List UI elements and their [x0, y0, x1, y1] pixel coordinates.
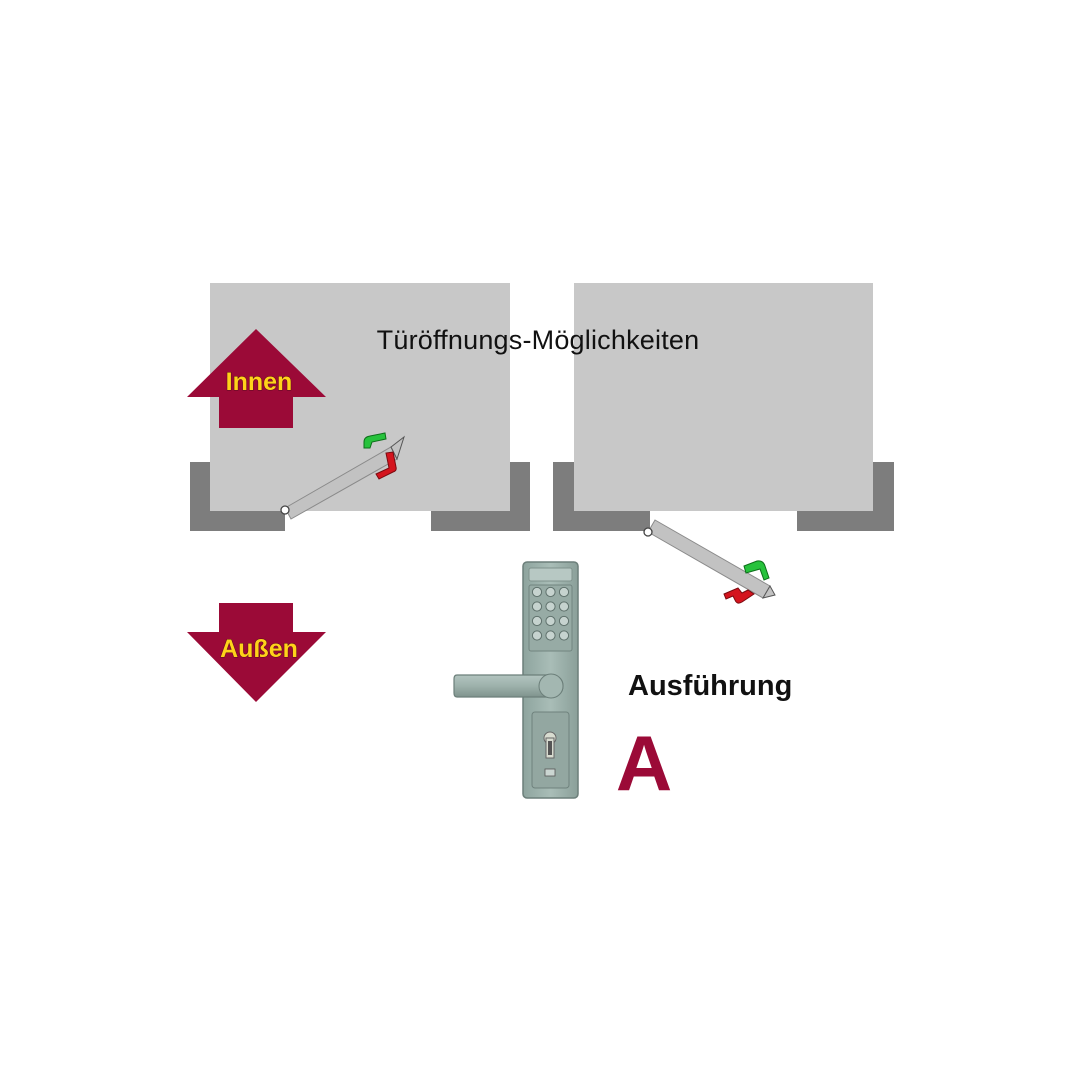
keypad-key — [545, 630, 556, 641]
arrow-up-icon — [187, 329, 326, 428]
variant-letter: A — [616, 719, 672, 807]
keypad-key — [545, 586, 556, 598]
door-leaf-right — [643, 519, 776, 604]
wall-frame-right — [553, 462, 894, 531]
door-panel-right — [574, 283, 873, 511]
keypad-key — [531, 586, 543, 598]
handle-green-left — [363, 432, 387, 449]
arrow-outside: Außen — [187, 603, 326, 702]
keypad-keys — [531, 586, 570, 641]
keypad-lock-image — [453, 561, 579, 799]
door-scene-right — [553, 283, 894, 604]
keypad-key — [558, 601, 570, 612]
keypad-key — [545, 601, 556, 612]
keypad-key — [558, 586, 570, 598]
keypad-key — [558, 615, 570, 627]
wall-frame-left — [190, 462, 530, 531]
keypad-key — [558, 630, 570, 641]
handle-red-right — [723, 587, 755, 604]
door-leaf-left — [280, 432, 405, 520]
arrow-inside: Innen — [187, 329, 326, 428]
handle-red-left — [375, 451, 397, 480]
variant-label: Ausführung — [628, 670, 792, 702]
arrow-outside-label: Außen — [220, 635, 298, 663]
keypad-key — [545, 615, 556, 627]
keypad-key — [531, 615, 543, 627]
keypad-key — [531, 601, 543, 612]
handle-green-right — [743, 560, 770, 581]
keypad-key — [531, 630, 543, 641]
diagram-title: Türöffnungs-Möglichkeiten — [377, 325, 700, 355]
arrow-down-icon — [187, 603, 326, 702]
arrow-inside-label: Innen — [226, 368, 293, 396]
